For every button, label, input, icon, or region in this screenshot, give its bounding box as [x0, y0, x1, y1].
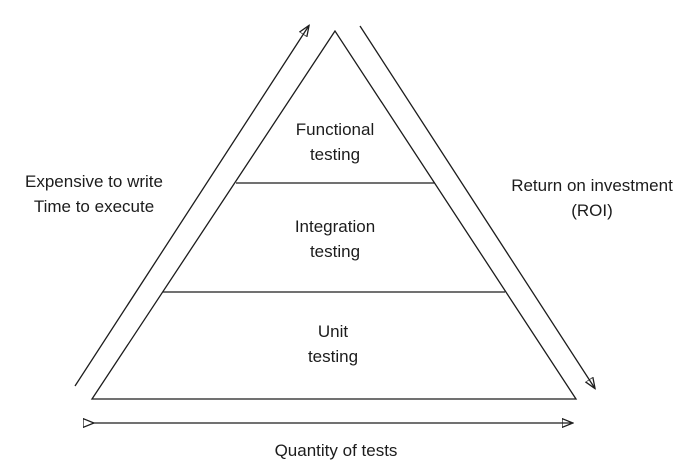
right-down-arrow-icon [359, 25, 594, 387]
pyramid-layer-unit-label: Unit testing [253, 319, 413, 369]
unit-label-line1: Unit [317, 322, 349, 341]
left-axis-label-line2: Time to execute [33, 197, 155, 216]
pyramid-layer-integration-label: Integration testing [255, 214, 415, 264]
left-up-arrow-icon [74, 27, 308, 387]
integration-label-line1: Integration [294, 217, 376, 236]
pyramid-layer-functional-label: Functional testing [255, 117, 415, 167]
right-axis-label: Return on investment (ROI) [492, 173, 692, 223]
integration-label-line2: testing [309, 242, 361, 261]
left-axis-label: Expensive to write Time to execute [2, 169, 186, 219]
unit-label-line2: testing [307, 347, 359, 366]
right-axis-label-line1: Return on investment [511, 176, 673, 195]
pyramid-outline [90, 29, 578, 400]
left-axis-label-line1: Expensive to write [25, 172, 163, 191]
functional-label-line2: testing [309, 145, 361, 164]
bottom-axis-label: Quantity of tests [274, 441, 398, 460]
right-axis-label-line2: (ROI) [571, 201, 613, 220]
functional-label-line1: Functional [295, 120, 375, 139]
